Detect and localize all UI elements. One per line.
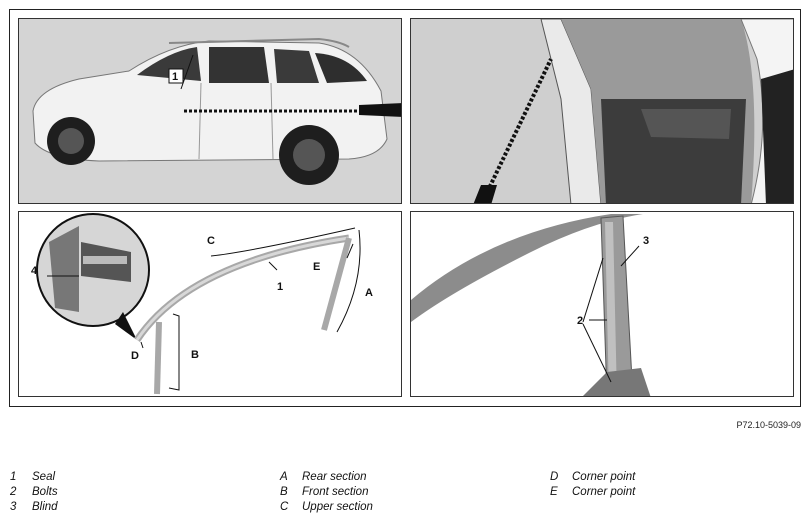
vehicle-illustration: 1 [19, 19, 401, 203]
callout-D: D [131, 350, 139, 362]
panel-vehicle-side: 1 [18, 18, 402, 204]
pillar-detail-illustration: 3 2 [411, 212, 793, 396]
callout-C: C [207, 235, 215, 247]
seal-detail-illustration: C E 1 A 4 D B [19, 212, 401, 396]
callout-E: E [313, 261, 320, 273]
callout-3: 3 [643, 235, 649, 247]
panel-seal-detail: C E 1 A 4 D B [18, 211, 402, 397]
illustration-frame [9, 9, 801, 407]
panel-pillar-detail: 3 2 [410, 211, 794, 397]
callout-B: B [191, 349, 199, 361]
callout-1-seal: 1 [277, 281, 283, 293]
door-interior-illustration [411, 19, 793, 203]
callout-4: 4 [31, 265, 38, 277]
figure-reference: P72.10-5039-09 [736, 420, 801, 430]
callout-1-vehicle: 1 [172, 71, 178, 83]
callout-2: 2 [577, 315, 583, 327]
callout-A: A [365, 287, 373, 299]
panel-door-interior [410, 18, 794, 204]
